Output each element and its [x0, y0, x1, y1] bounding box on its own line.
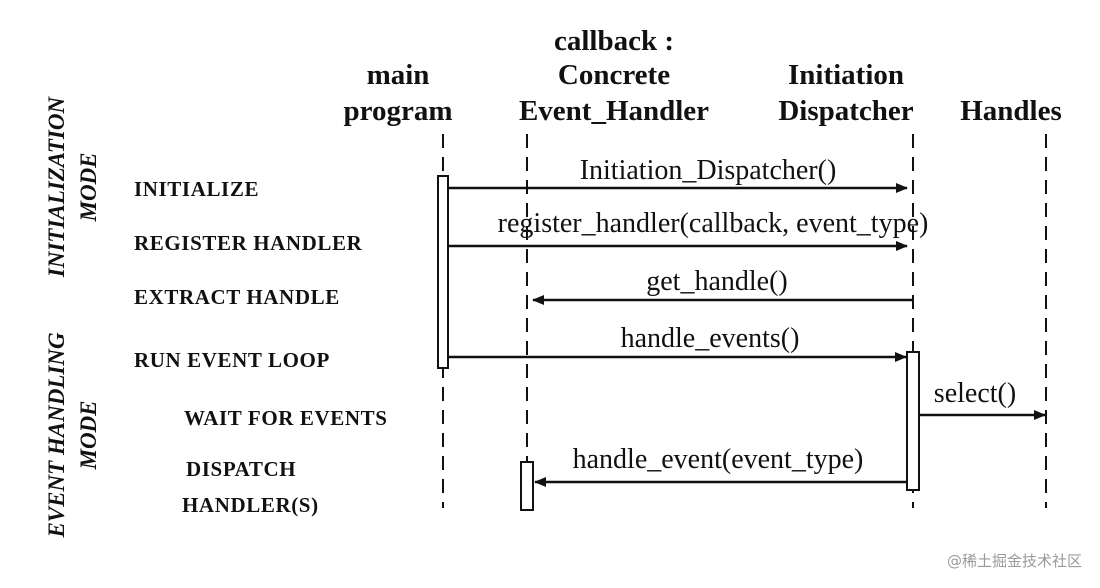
participant-callback-handler: callback : Concrete Event_Handler — [519, 25, 709, 127]
participant-label-line: Initiation — [788, 59, 904, 91]
message-initiation-dispatcher-ctor: Initiation_Dispatcher() — [448, 155, 908, 193]
message-select: select() — [919, 378, 1046, 420]
participant-label-line: Event_Handler — [519, 95, 709, 127]
participant-label-line: Handles — [960, 95, 1062, 127]
message-label: select() — [934, 378, 1016, 409]
step-register-handler: REGISTER HANDLER — [134, 231, 363, 255]
step-run-event-loop: RUN EVENT LOOP — [134, 348, 330, 372]
message-label: Initiation_Dispatcher() — [580, 155, 837, 186]
message-label: get_handle() — [646, 266, 788, 297]
watermark: @稀土掘金技术社区 — [947, 552, 1082, 570]
activation-main-program — [437, 175, 449, 369]
step-label-line: HANDLER(S) — [182, 493, 319, 517]
mode-event-handling: EVENT HANDLING MODE — [44, 332, 101, 538]
message-handle-events: handle_events() — [448, 323, 907, 362]
participant-label-line: program — [343, 95, 452, 127]
message-label: register_handler(callback, event_type) — [498, 208, 929, 239]
step-label-line: DISPATCH — [186, 457, 296, 481]
message-register-handler: register_handler(callback, event_type) — [448, 208, 929, 251]
step-initialize: INITIALIZE — [134, 177, 259, 201]
participant-label-line: main — [367, 59, 430, 91]
message-label: handle_event(event_type) — [573, 444, 864, 475]
step-wait-for-events: WAIT FOR EVENTS — [184, 406, 388, 430]
message-label: handle_events() — [621, 323, 800, 354]
step-extract-handle: EXTRACT HANDLE — [134, 285, 340, 309]
participant-initiation-dispatcher: Initiation Dispatcher — [778, 59, 913, 127]
participant-label-line: Dispatcher — [778, 95, 913, 127]
participant-handles: Handles — [960, 95, 1062, 127]
mode-initialization: INITIALIZATION MODE — [44, 96, 101, 279]
mode-label-line: INITIALIZATION — [44, 96, 69, 279]
message-get-handle: get_handle() — [532, 266, 913, 305]
mode-label-line: MODE — [76, 152, 101, 222]
message-handle-event: handle_event(event_type) — [534, 444, 907, 487]
activation-initiation-dispatcher — [906, 351, 920, 491]
participant-label-line: callback : — [554, 25, 674, 57]
mode-label-line: EVENT HANDLING — [44, 332, 69, 538]
participant-label-line: Concrete — [558, 59, 670, 91]
activation-callback-handler — [520, 461, 534, 511]
mode-label-line: MODE — [76, 400, 101, 470]
step-dispatch-handler: DISPATCH HANDLER(S) — [182, 457, 319, 517]
participant-main-program: main program — [343, 59, 452, 127]
